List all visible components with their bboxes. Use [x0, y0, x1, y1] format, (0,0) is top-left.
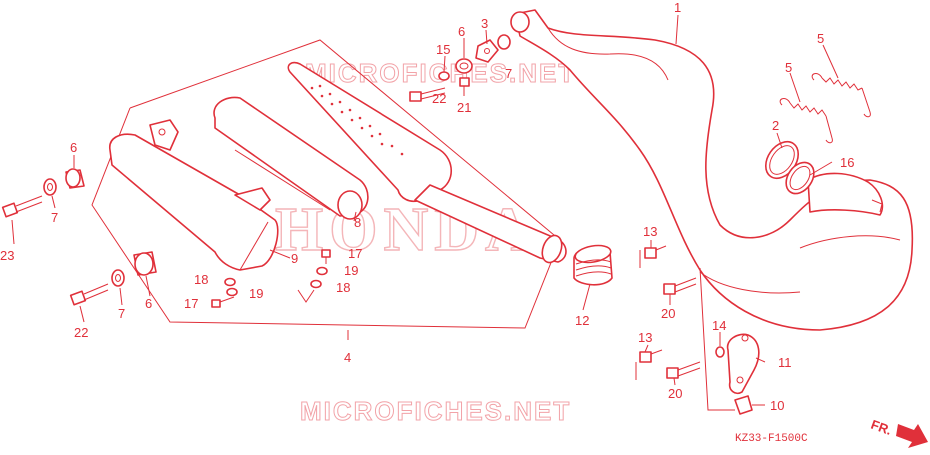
- front-direction-label: FR.: [869, 417, 894, 438]
- washer-18-right: [310, 279, 322, 289]
- washer-19-left: [226, 287, 238, 297]
- grommet-top: [455, 58, 473, 74]
- grommet-upper-left: [65, 168, 85, 189]
- callout-7-upper-left: 7: [51, 210, 58, 225]
- callout-5-upper: 5: [817, 31, 824, 46]
- spring-lower: [779, 98, 833, 144]
- callout-6-lower-left: 6: [145, 296, 152, 311]
- callout-15: 15: [436, 42, 450, 57]
- bolt-20-upper: [663, 277, 697, 295]
- collar-14: [715, 346, 725, 358]
- bolt-21: [459, 77, 470, 96]
- callout-6-upper-left: 6: [70, 140, 77, 155]
- callout-labels: 1 2 3 4 5 5 6 6 6 7 7 7 8 9 10 11 12 13 …: [0, 0, 854, 413]
- diagram-code: KZ33-F1500C: [735, 433, 808, 445]
- callout-20-lower: 20: [668, 386, 682, 401]
- screw-17-right: [321, 249, 331, 264]
- callout-11: 11: [778, 355, 792, 370]
- callout-22-lower: 22: [74, 325, 88, 340]
- callout-12: 12: [575, 313, 589, 328]
- stay-bracket-3: [475, 39, 499, 63]
- exhaust-stay-11: [726, 333, 760, 395]
- callout-5-lower: 5: [785, 60, 792, 75]
- callout-4: 4: [344, 350, 351, 365]
- bolt-13-upper: [644, 245, 667, 259]
- callout-10: 10: [770, 398, 784, 413]
- callout-18-right: 18: [336, 280, 350, 295]
- bolt-22-upper: [409, 87, 446, 102]
- watermark-bottom: MICROFICHES.NET: [300, 396, 571, 426]
- leader-lines: [11, 14, 839, 411]
- front-arrow-icon: [896, 424, 928, 448]
- callout-14: 14: [712, 318, 726, 333]
- callout-16: 16: [840, 155, 854, 170]
- bolt-23: [1, 195, 43, 218]
- o-ring-16: [785, 161, 815, 195]
- callout-8: 8: [354, 215, 361, 230]
- callout-19-left: 19: [249, 286, 263, 301]
- screw-17-left: [211, 296, 235, 308]
- callout-13-lower: 13: [638, 330, 652, 345]
- silencer-body: [109, 119, 279, 271]
- callout-2: 2: [772, 118, 779, 133]
- callout-18-left: 18: [194, 272, 208, 287]
- bolt-22-lower: [69, 283, 109, 306]
- silencer-assembly-outline: [91, 39, 561, 329]
- callout-6-top: 6: [458, 24, 465, 39]
- collar-lower-left: [111, 269, 125, 287]
- callout-9: 9: [291, 251, 298, 266]
- callout-13-upper: 13: [643, 224, 657, 239]
- callout-7-top: 7: [505, 66, 512, 81]
- expansion-chamber: [510, 9, 914, 331]
- collar-top: [497, 34, 511, 50]
- tail-pipe-perforations: [310, 84, 404, 156]
- callout-1: 1: [674, 0, 681, 15]
- front-direction-indicator: FR.: [869, 417, 928, 448]
- rubber-mount-10: [734, 395, 753, 415]
- bolt-20-lower: [666, 361, 701, 379]
- callout-21: 21: [457, 100, 471, 115]
- o-ring-2: [764, 140, 800, 180]
- spring-upper: [811, 73, 871, 118]
- washer-19-right: [316, 266, 328, 276]
- washer-18-left: [224, 277, 236, 287]
- callout-20-upper: 20: [661, 306, 675, 321]
- callout-17-right: 17: [348, 246, 362, 261]
- bolt-13-lower: [639, 349, 663, 363]
- washer-15: [438, 71, 450, 81]
- callout-17-left: 17: [184, 296, 198, 311]
- callout-7-lower-left: 7: [118, 306, 125, 321]
- callout-19-right: 19: [344, 263, 358, 278]
- callout-23: 23: [0, 248, 14, 263]
- joint-rubber: [573, 244, 613, 286]
- tail-pipe: [287, 61, 567, 264]
- grommet-lower-left: [133, 251, 157, 276]
- callout-22-upper: 22: [432, 91, 446, 106]
- washer-guide-mark: [297, 289, 315, 303]
- callout-3: 3: [481, 16, 488, 31]
- collar-upper-left: [43, 178, 57, 196]
